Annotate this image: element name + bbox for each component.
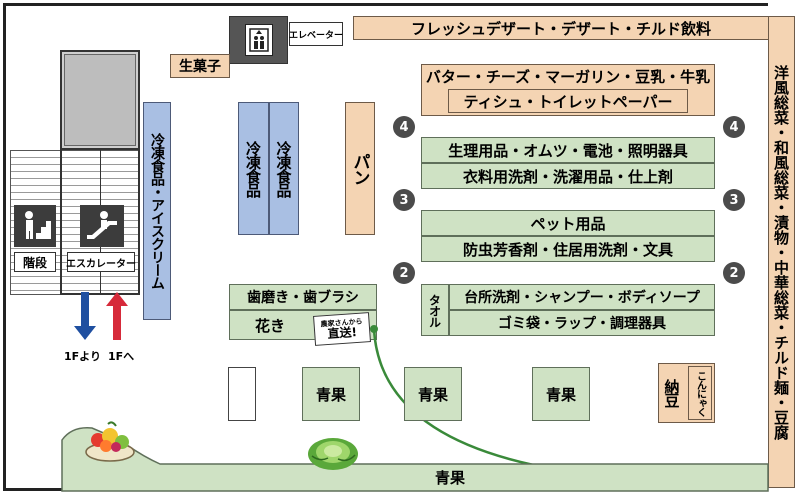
stairs-person-icon: [14, 205, 56, 247]
shelf-towel: タオル: [421, 284, 449, 336]
cabbage-icon: [308, 438, 358, 470]
shelf-sanitary: 生理用品・オムツ・電池・照明器具: [421, 137, 715, 163]
shelf-natto-block: [658, 363, 715, 423]
arrow-down-icon: [74, 292, 96, 340]
shelf-pet: ペット用品: [421, 210, 715, 236]
aisle-marker: 2: [723, 262, 745, 284]
escalator-person-icon: [80, 205, 124, 247]
shelf-laundry: 衣料用洗剤・洗濯用品・仕上剤: [421, 163, 715, 189]
shelf-frozen-2: 冷凍食品: [269, 102, 299, 235]
shelf-frozen-ice: 冷凍食品・アイスクリーム: [143, 102, 171, 320]
shelf-tissue: ティシュ・トイレットペーパー: [448, 89, 688, 113]
aisle-marker: 3: [723, 189, 745, 211]
flowers-label: 花き: [254, 316, 285, 335]
shelf-natto: 納豆: [662, 379, 681, 407]
aisle-marker: 4: [393, 116, 415, 138]
shelf-toothbrush: 歯磨き・歯ブラシ: [229, 284, 377, 310]
shelf-namagashi: 生菓子: [170, 54, 230, 78]
to-1f-label: 1Fへ: [108, 350, 135, 363]
produce-counter-label: 青果: [434, 468, 465, 487]
escalator-label: エスカレーター: [66, 252, 136, 272]
aisle-marker: 4: [723, 116, 745, 138]
shelf-frozen-1: 冷凍食品: [238, 102, 269, 235]
aisle-marker: 2: [393, 262, 415, 284]
produce-table-1: 青果: [302, 367, 360, 421]
elevator-label: エレベーター: [289, 22, 343, 46]
shelf-bread: パン: [345, 102, 375, 235]
shelf-right-deli: 洋風総菜・和風総菜・漬物・中華総菜・チルド麺・豆腐: [768, 16, 795, 488]
aisle-marker: 3: [393, 189, 415, 211]
shelf-trash-bags: ゴミ袋・ラップ・調理器具: [449, 310, 715, 336]
elevator-icon: [229, 16, 288, 64]
shelf-top-desserts: フレッシュデザート・デザート・チルド飲料: [353, 16, 769, 40]
produce-table-2: 青果: [404, 367, 462, 421]
from-1f-label: 1Fより: [64, 350, 101, 363]
escalator-inner: [64, 54, 136, 146]
shelf-kitchen: 台所洗剤・シャンプー・ボディソープ: [449, 284, 715, 310]
arrow-up-icon: [106, 292, 128, 340]
shelf-konnyaku: こんにゃく: [688, 366, 712, 420]
produce-table-3: 青果: [532, 367, 590, 421]
shelf-household: 防虫芳香剤・住居用洗剤・文具: [421, 236, 715, 262]
fruit-basket-icon: [85, 421, 135, 462]
escalator-arrows: [74, 292, 128, 340]
shelf-dairy-label: バター・チーズ・マーガリン・豆乳・牛乳: [425, 68, 711, 86]
stairs-label: 階段: [14, 252, 56, 272]
white-fixture: [228, 367, 256, 421]
